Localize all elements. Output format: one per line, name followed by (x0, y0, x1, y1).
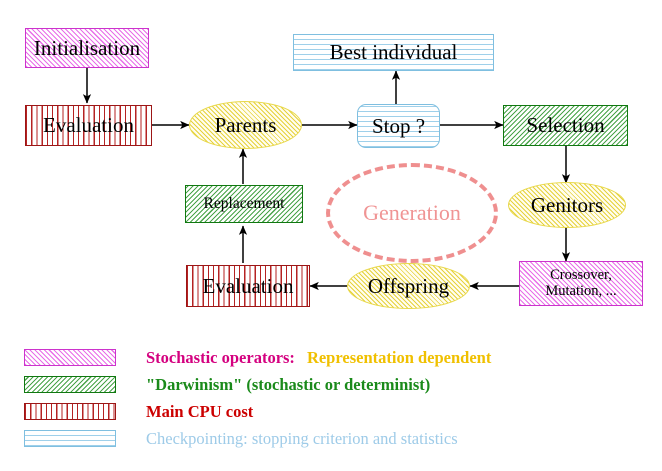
node-evaluation-bottom-label: Evaluation (202, 273, 294, 298)
node-best-individual-label: Best individual (329, 40, 458, 65)
node-crossover-mutation[interactable]: Crossover, Mutation, ... (519, 261, 643, 306)
node-selection-label: Selection (526, 113, 605, 138)
legend-label-stochastic-operators: Stochastic operators: (146, 347, 295, 367)
legend-label-checkpointing: Checkpointing: stopping criterion and st… (146, 428, 458, 448)
legend-row: Stochastic operators: Representation dep… (24, 344, 644, 371)
node-replacement[interactable]: Replacement (185, 185, 303, 223)
node-stop-label: Stop ? (371, 113, 426, 138)
node-best-individual[interactable]: Best individual (293, 34, 494, 71)
legend: Stochastic operators: Representation dep… (24, 344, 644, 452)
legend-row: Main CPU cost (24, 398, 644, 425)
node-replacement-label: Replacement (203, 194, 285, 212)
legend-row: "Darwinism" (stochastic or determinist) (24, 371, 644, 398)
node-stop[interactable]: Stop ? (357, 104, 440, 148)
node-genitors-label: Genitors (530, 192, 604, 217)
node-offspring[interactable]: Offspring (347, 263, 470, 309)
legend-swatch-main-cpu-cost (24, 403, 116, 420)
node-initialisation-label: Initialisation (33, 35, 141, 60)
node-generation-label: Generation (363, 200, 461, 226)
node-selection[interactable]: Selection (503, 105, 628, 146)
node-offspring-label: Offspring (367, 273, 450, 298)
node-parents[interactable]: Parents (189, 101, 302, 149)
legend-swatch-checkpointing (24, 430, 116, 447)
legend-label-darwinism: "Darwinism" (stochastic or determinist) (146, 374, 431, 394)
legend-swatch-stochastic-operators (24, 349, 116, 366)
node-evaluation-top[interactable]: Evaluation (25, 105, 152, 146)
legend-label-representation-dependent: Representation dependent (306, 347, 492, 367)
node-genitors[interactable]: Genitors (508, 182, 626, 228)
node-crossover-mutation-label: Crossover, Mutation, ... (545, 267, 617, 299)
node-evaluation-top-label: Evaluation (43, 113, 134, 138)
node-generation-loop: Generation (326, 163, 498, 263)
node-parents-label: Parents (214, 112, 277, 137)
legend-label-main-cpu-cost: Main CPU cost (146, 401, 254, 421)
node-initialisation[interactable]: Initialisation (25, 28, 149, 68)
legend-swatch-darwinism (24, 376, 116, 393)
legend-row: Checkpointing: stopping criterion and st… (24, 425, 644, 452)
node-evaluation-bottom[interactable]: Evaluation (186, 265, 310, 307)
